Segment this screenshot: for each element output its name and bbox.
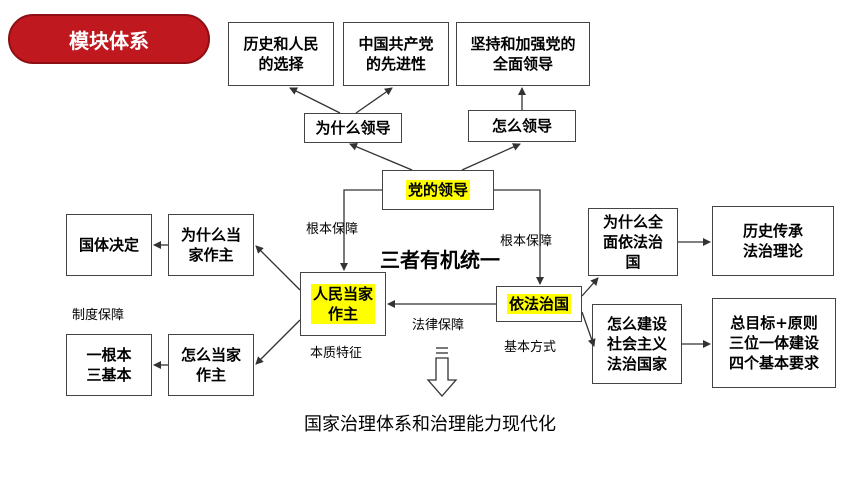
arrow-party-to-law — [494, 189, 544, 285]
node-goals: 总目标+原则 三位一体建设 四个基本要求 — [712, 298, 836, 388]
module-system-badge: 模块体系 — [8, 14, 210, 64]
node-rule-by-law: 依法治国 — [496, 286, 582, 322]
node-how-lead: 怎么领导 — [468, 110, 576, 142]
party-leadership-label: 党的领导 — [405, 180, 470, 200]
node-why-rule-law: 为什么全 面依法治 国 — [588, 208, 678, 276]
node-state-nature: 国体决定 — [66, 214, 152, 276]
arrow-party-to-why — [349, 143, 413, 171]
arrow-party-to-how — [461, 143, 521, 171]
label-unity: 三者有机统一 — [380, 248, 500, 272]
node-party-advanced: 中国共产党 的先进性 — [343, 22, 449, 86]
node-why-master: 为什么当 家作主 — [168, 214, 254, 276]
arrow-why-to-history — [289, 87, 341, 114]
label-bottom-goal: 国家治理体系和治理能力现代化 — [304, 414, 556, 435]
arrow-party-to-people — [340, 189, 382, 271]
node-how-build: 怎么建设 社会主义 法治国家 — [592, 304, 682, 384]
node-party-leadership: 党的领导 — [382, 170, 494, 210]
node-one-root: 一根本 三基本 — [66, 334, 152, 396]
arrow-law-to-why-law — [581, 277, 599, 297]
node-history-choice: 历史和人民 的选择 — [228, 22, 334, 86]
node-why-lead: 为什么领导 — [304, 113, 402, 143]
people-master-label: 人民当家 作主 — [310, 284, 375, 324]
hollow-down-arrow — [426, 347, 458, 397]
node-uphold-leadership: 坚持和加强党的 全面领导 — [456, 22, 590, 86]
node-how-master: 怎么当家 作主 — [168, 334, 254, 396]
label-system-guarantee: 制度保障 — [72, 308, 125, 323]
label-legal-guarantee: 法律保障 — [412, 318, 465, 333]
label-essential-feature: 本质特征 — [310, 346, 363, 361]
arrow-law-to-how-build — [581, 311, 596, 347]
node-people-master: 人民当家 作主 — [300, 272, 386, 336]
node-history-theory: 历史传承 法治理论 — [712, 206, 834, 276]
arrow-why-to-advanced — [355, 87, 393, 114]
label-root-guarantee-right: 根本保障 — [500, 234, 553, 249]
arrow-people-to-how-master — [255, 319, 301, 365]
label-basic-method: 基本方式 — [504, 340, 557, 355]
rule-by-law-label: 依法治国 — [506, 294, 571, 314]
arrow-people-to-why-master — [255, 245, 301, 291]
label-root-guarantee-left: 根本保障 — [306, 222, 359, 237]
